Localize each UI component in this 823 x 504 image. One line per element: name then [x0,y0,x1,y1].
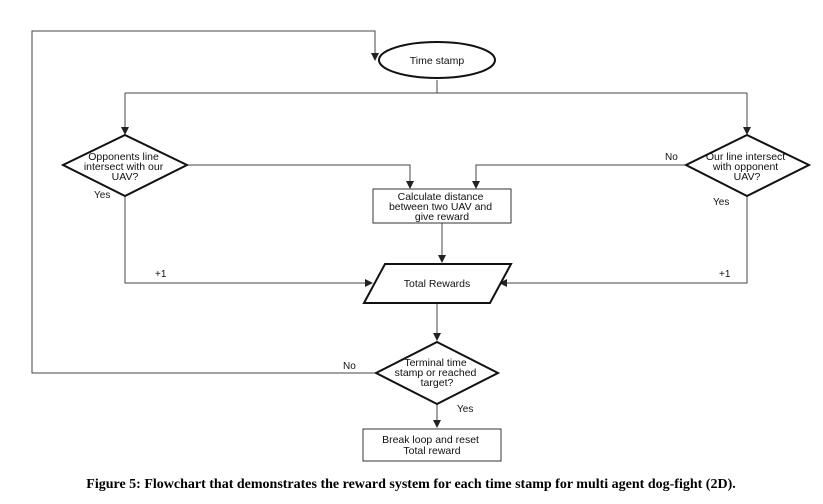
label-left-plus-one: +1 [155,269,167,280]
label-terminal-no: No [343,361,356,372]
label-right-plus-one: +1 [719,269,731,280]
node-terminal-decision: Terminal time stamp or reached target? [373,340,501,406]
figure-caption: Figure 5: Flowchart that demonstrates th… [86,477,735,492]
node-decision-left: Opponents line intersect with our UAV? [60,133,190,198]
node-break-loop: Break loop and reset Total reward [362,428,502,462]
node-label-time-stamp: Time stamp [410,55,465,67]
edges [31,30,751,428]
label-terminal-yes: Yes [457,404,473,415]
edge-terminal-no-loop [31,30,379,374]
edge-left-to-calc [187,164,414,189]
node-label-decision-left: Opponents line intersect with our UAV? [84,151,166,183]
node-time-stamp: Time stamp [378,41,496,79]
label-right-no: No [665,152,678,163]
edge-labels: Yes +1 No Yes +1 No Yes [94,152,731,415]
node-label-calculate-distance: Calculate distance between two UAV and g… [389,191,495,223]
edge-right-yes-to-total [499,197,748,287]
node-total-rewards: Total Rewards [362,263,513,304]
node-label-total-rewards: Total Rewards [404,278,471,290]
node-calculate-distance: Calculate distance between two UAV and g… [372,188,512,224]
node-decision-right: Our line intersect with opponent UAV? [683,133,812,198]
node-label-terminal-decision: Terminal time stamp or reached target? [395,357,480,389]
node-label-decision-right: Our line intersect with opponent UAV? [706,151,788,183]
edge-left-yes-to-total [124,197,373,287]
label-left-yes: Yes [94,190,110,201]
edge-right-no-to-calc [472,164,686,189]
node-label-break-loop: Break loop and reset Total reward [382,434,482,457]
label-right-yes: Yes [713,197,729,208]
